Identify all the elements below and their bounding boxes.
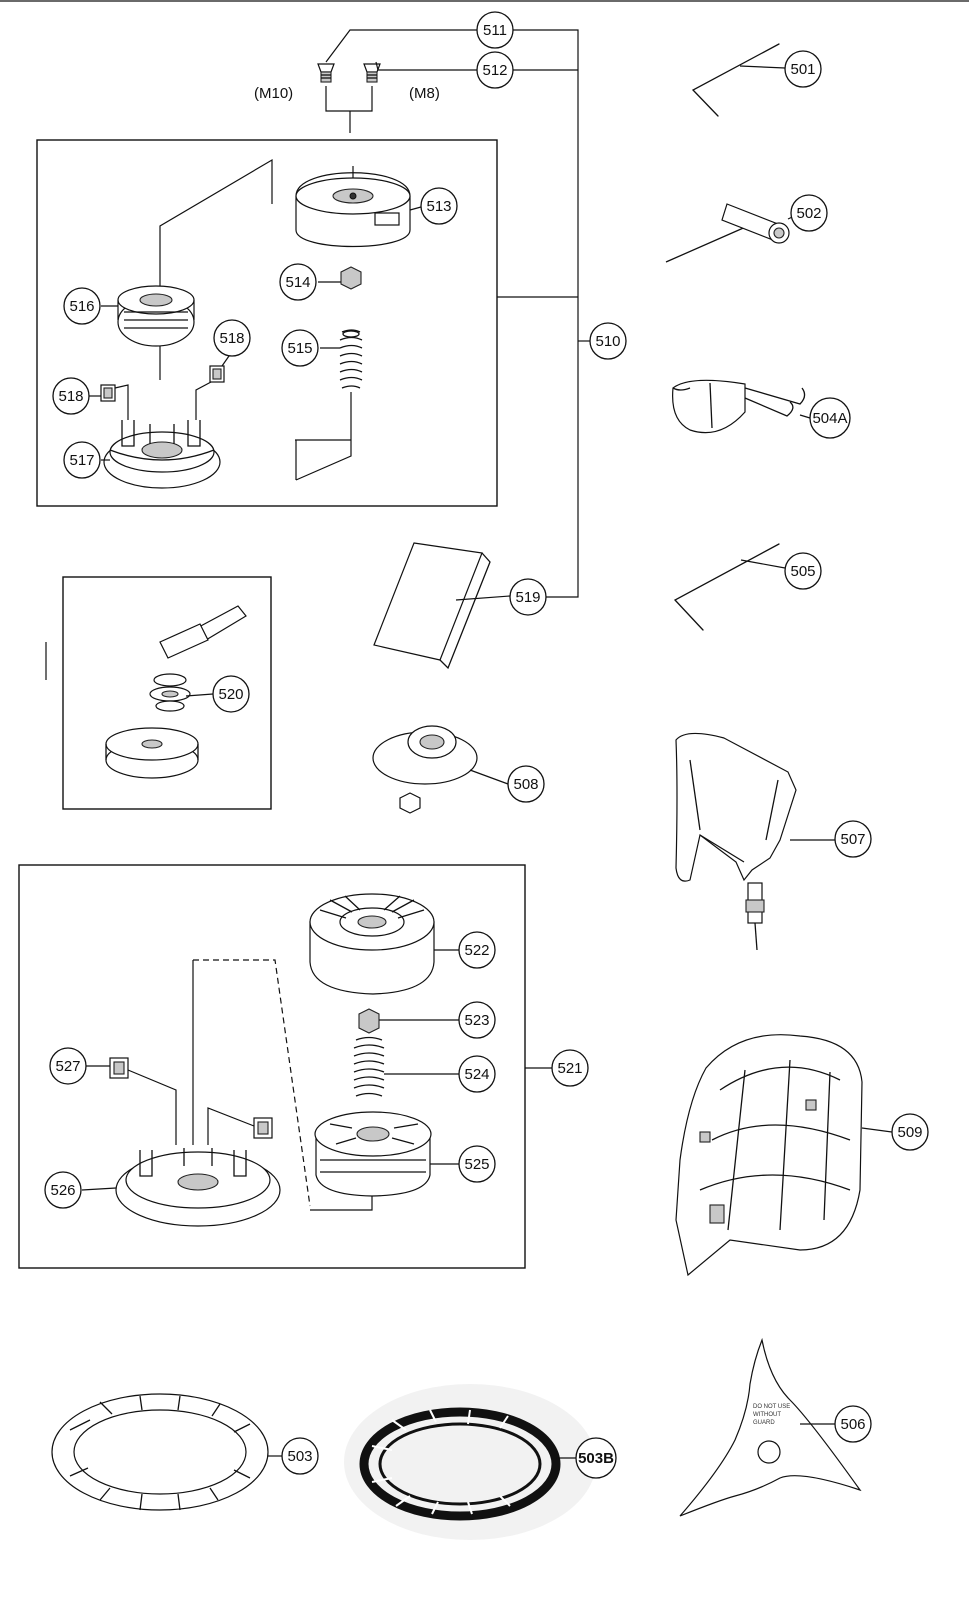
line-clip-large-left	[86, 1057, 177, 1145]
callout-515: 515	[281, 329, 319, 367]
spool	[101, 158, 273, 380]
callout-523: 523	[458, 1001, 496, 1039]
spool-cover	[295, 166, 422, 248]
callout-527-label: 527	[55, 1058, 80, 1075]
callout-518-left: 518	[52, 377, 90, 415]
guard-ring-alt	[344, 1384, 596, 1540]
callout-504A-label: 504A	[812, 410, 847, 427]
spring	[295, 329, 363, 481]
callout-503: 503	[281, 1437, 319, 1475]
callout-514-label: 514	[285, 274, 310, 291]
hex-wrench-small	[691, 43, 786, 117]
callout-508: 508	[507, 765, 545, 803]
callout-527: 527	[49, 1047, 87, 1085]
spool-cover-large	[309, 893, 459, 995]
callout-520-label: 520	[218, 686, 243, 703]
callout-523-label: 523	[464, 1012, 489, 1029]
callout-525: 525	[458, 1145, 496, 1183]
callout-518-left-label: 518	[58, 388, 83, 405]
trimmer-head-assembly-box	[36, 139, 498, 507]
line-clip-right	[195, 355, 230, 420]
callout-506: 506	[834, 1405, 872, 1443]
blade-warning-line3: GUARD	[753, 1420, 775, 1426]
blade-warning-line2: WITHOUT	[753, 1412, 781, 1418]
callout-501: 501	[784, 50, 822, 88]
callout-503B: 503B	[575, 1437, 617, 1479]
callout-507: 507	[834, 820, 872, 858]
callout-511: 511	[476, 11, 514, 49]
callout-509-label: 509	[897, 1124, 922, 1141]
callout-522-label: 522	[464, 942, 489, 959]
assembly-guide-dashed	[193, 959, 311, 1207]
callout-508-label: 508	[513, 776, 538, 793]
callout-520: 520	[212, 675, 250, 713]
callout-511-label: 511	[483, 22, 507, 39]
callout-512: 512	[476, 51, 514, 89]
callout-506-label: 506	[840, 1416, 865, 1433]
spool-base-large	[81, 1148, 281, 1227]
callout-524: 524	[458, 1055, 496, 1093]
callout-519: 519	[509, 578, 547, 616]
callout-518-right-label: 518	[219, 330, 244, 347]
blade-warning-line1: DO NOT USE	[753, 1404, 790, 1410]
callout-502: 502	[790, 194, 828, 232]
callout-504A: 504A	[809, 397, 851, 439]
nut-large	[358, 1008, 459, 1034]
bolt-m10	[317, 63, 335, 83]
callout-501-label: 501	[790, 61, 815, 78]
harness	[675, 1034, 893, 1277]
callout-513: 513	[420, 187, 458, 225]
callout-514: 514	[279, 263, 317, 301]
owners-manual	[373, 542, 511, 670]
callout-503B-label: 503B	[578, 1450, 614, 1467]
shoulder-strap	[675, 732, 835, 951]
callout-503-label: 503	[287, 1448, 312, 1465]
size-label-m8: (M8)	[409, 85, 440, 102]
callout-515-label: 515	[287, 340, 312, 357]
line-clip-left	[89, 384, 129, 420]
spool-base	[101, 420, 221, 489]
callout-505: 505	[784, 552, 822, 590]
callout-513-label: 513	[426, 198, 451, 215]
callout-524-label: 524	[464, 1066, 489, 1083]
alternate-head-assembly-box	[18, 864, 526, 1269]
size-label-m10: (M10)	[254, 85, 293, 102]
callout-509: 509	[891, 1113, 929, 1151]
adapter-kit	[105, 605, 247, 779]
callout-502-label: 502	[796, 205, 821, 222]
hex-wrench-large	[673, 543, 786, 631]
callout-516-label: 516	[69, 298, 94, 315]
callout-526-label: 526	[50, 1182, 75, 1199]
cutter-fitting	[372, 725, 509, 814]
box-wrench	[665, 203, 802, 263]
callout-526: 526	[44, 1171, 82, 1209]
callout-510: 510	[589, 322, 627, 360]
callout-516: 516	[63, 287, 101, 325]
callout-517: 517	[63, 441, 101, 479]
nut	[318, 266, 362, 290]
callout-525-label: 525	[464, 1156, 489, 1173]
spool-large	[310, 1111, 459, 1211]
line-clip-large-right	[207, 1107, 273, 1145]
callout-519-label: 519	[515, 589, 540, 606]
callout-505-label: 505	[790, 563, 815, 580]
safety-glasses	[672, 379, 811, 434]
brush-blade: DO NOT USE WITHOUT GUARD	[679, 1337, 862, 1517]
callout-522: 522	[458, 931, 496, 969]
callout-507-label: 507	[840, 831, 865, 848]
adapter-kit-box	[62, 576, 272, 810]
callout-510-label: 510	[595, 333, 620, 350]
bolt-m8	[363, 63, 381, 83]
spring-large	[353, 1036, 459, 1097]
callout-521-label: 521	[557, 1060, 582, 1077]
callout-518-right: 518	[213, 319, 251, 357]
callout-517-label: 517	[69, 452, 94, 469]
callout-512-label: 512	[482, 62, 507, 79]
callout-521: 521	[551, 1049, 589, 1087]
guard-ring	[51, 1393, 282, 1511]
